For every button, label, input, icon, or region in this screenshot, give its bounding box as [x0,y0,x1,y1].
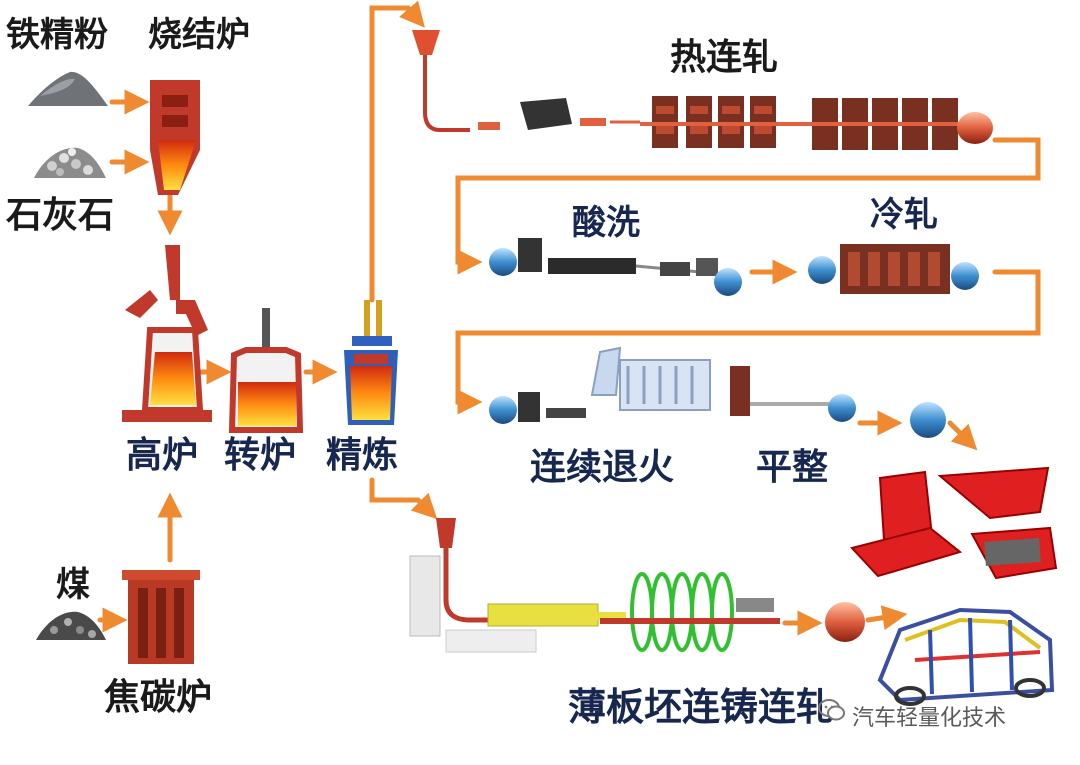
coal-pile [36,611,106,640]
watermark-text: 汽车轻量化技术 [852,706,1007,731]
wechat-icon [818,699,845,721]
thin-slab-coil [825,602,865,642]
line-refining-to-thin-slab [369,477,438,520]
pickling-line [489,238,742,296]
label-cold-rolling: 冷轧 [870,195,938,235]
thin-slab-strip [600,618,780,624]
line-refining-to-hot-rolling [369,0,425,303]
tunnel-furnace [487,603,626,627]
hood-panel [937,466,1050,520]
label-refining: 精炼 [326,435,399,476]
roof-panel [850,526,963,578]
label-limestone: 石灰石 [6,195,115,236]
annealing-line [489,346,946,438]
label-hot-rolling: 热连轧 [670,37,779,78]
hot-rolled-coil [957,112,993,144]
label-thin-slab-casting-rolling: 薄板坯连铸连轧 [568,685,835,729]
roller-table [736,598,774,612]
label-blast-furnace: 高炉 [126,435,199,476]
hot-rolling-line [412,30,640,132]
label-pickling: 酸洗 [572,203,640,243]
label-sinter-furnace: 烧结炉 [148,15,250,55]
car-body-in-white [877,607,1055,706]
flow-arrows [97,0,1041,636]
finishing-mill-coils [630,572,734,652]
coke-oven [122,570,200,664]
arrow-coil-to-body [865,605,908,631]
label-coke-oven: 焦碳炉 [104,677,213,718]
refining-unit [344,300,398,425]
trunk-inner-panel [984,538,1041,566]
blast-furnace [122,245,212,422]
arrow-coil-to-panels [947,420,978,451]
iron-ore-pile [28,71,108,106]
line-cold-to-annealing [455,269,1041,415]
label-temper-leveling: 平整 [756,447,829,488]
limestone-pile [34,147,106,178]
sinter-furnace [150,80,200,195]
hot-rolling-stand-details [656,106,772,134]
label-converter: 转炉 [224,435,297,476]
converter [228,308,304,433]
line-hot-to-pickling [455,137,1041,275]
label-iron-ore-powder: 铁精粉 [6,15,108,55]
label-coal: 煤 [56,565,90,605]
cold-rolling-mill [808,244,979,294]
thin-slab-caster [409,518,537,653]
label-continuous-annealing: 连续退火 [530,447,675,488]
